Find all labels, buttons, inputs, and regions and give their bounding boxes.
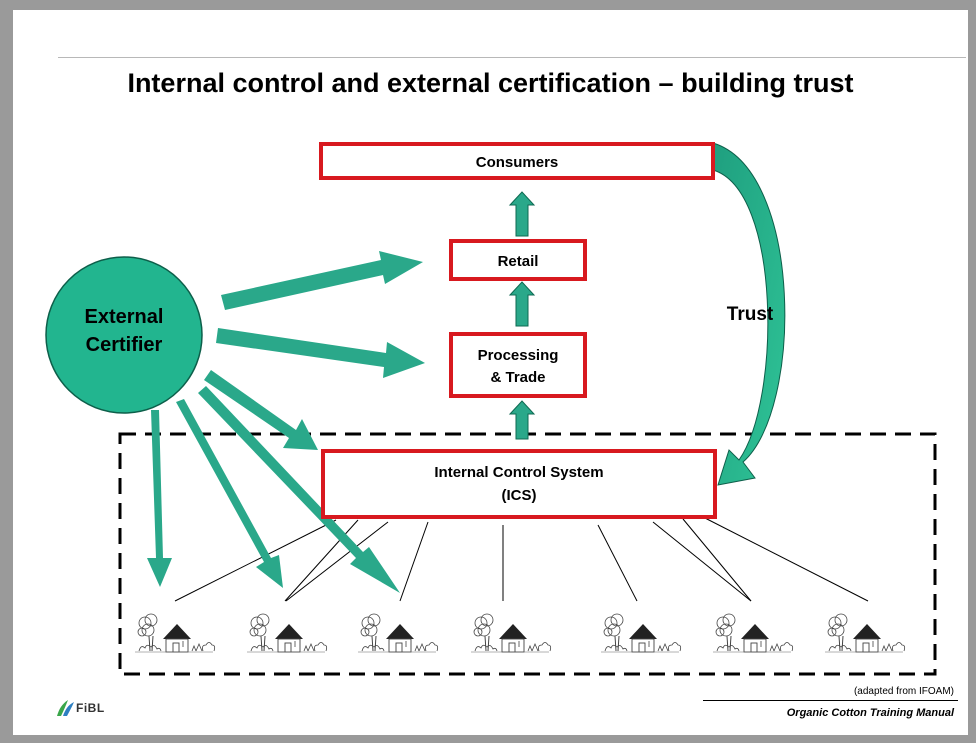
arrow-processing-to-retail: [508, 281, 536, 327]
consumers-label: Consumers: [476, 154, 559, 171]
consumers-box: [319, 142, 715, 180]
flow-arrows: [508, 191, 536, 440]
ics-box: [321, 449, 717, 519]
farm-group: [134, 613, 906, 653]
trust-arrow: [712, 142, 786, 486]
arrow-ics-to-processing: [508, 400, 536, 440]
processing-label-line2: & Trade: [490, 369, 545, 386]
farm-icon: [600, 613, 682, 653]
arrow-retail-to-consumers: [508, 191, 536, 237]
footer-rule: [703, 700, 958, 701]
external-certifier-circle: [45, 256, 203, 414]
source-credit: (adapted from IFOAM): [853, 686, 954, 697]
ics-label-line2: (ICS): [502, 487, 537, 504]
certifier-label-line1: External: [85, 306, 164, 328]
certifier-arrows: [147, 251, 425, 593]
farm-icon: [134, 613, 216, 653]
ics-connector-lines: [174, 516, 869, 602]
farm-icon: [357, 613, 439, 653]
farm-icon: [470, 613, 552, 653]
ics-label-line1: Internal Control System: [434, 464, 603, 481]
arrow-to-farm-3: [198, 386, 400, 593]
fibl-logo-text: FiBL: [76, 701, 105, 715]
certifier-label-line2: Certifier: [86, 334, 163, 356]
processing-label-line1: Processing: [478, 347, 559, 364]
arrow-to-retail: [221, 251, 423, 310]
arrow-to-farm-1: [147, 410, 172, 587]
slide-title: Internal control and external certificat…: [127, 68, 854, 98]
fibl-leaf-icon: [57, 700, 74, 716]
manual-title: Organic Cotton Training Manual: [786, 707, 954, 719]
farm-icon: [246, 613, 328, 653]
fibl-logo: FiBL: [55, 698, 105, 718]
processing-box: [449, 332, 587, 398]
arrow-to-processing: [216, 328, 425, 378]
retail-label: Retail: [498, 253, 539, 270]
farm-icon: [824, 613, 906, 653]
farm-icon: [712, 613, 794, 653]
retail-box: [449, 239, 587, 281]
slide: Internal control and external certificat…: [13, 10, 968, 735]
trust-diagram: External Certifier Consumers Retail Proc…: [45, 142, 937, 676]
title-rule: [58, 57, 966, 58]
arrow-to-ics: [204, 370, 318, 450]
arrow-to-farm-2: [176, 399, 283, 588]
trust-label: Trust: [727, 304, 774, 325]
